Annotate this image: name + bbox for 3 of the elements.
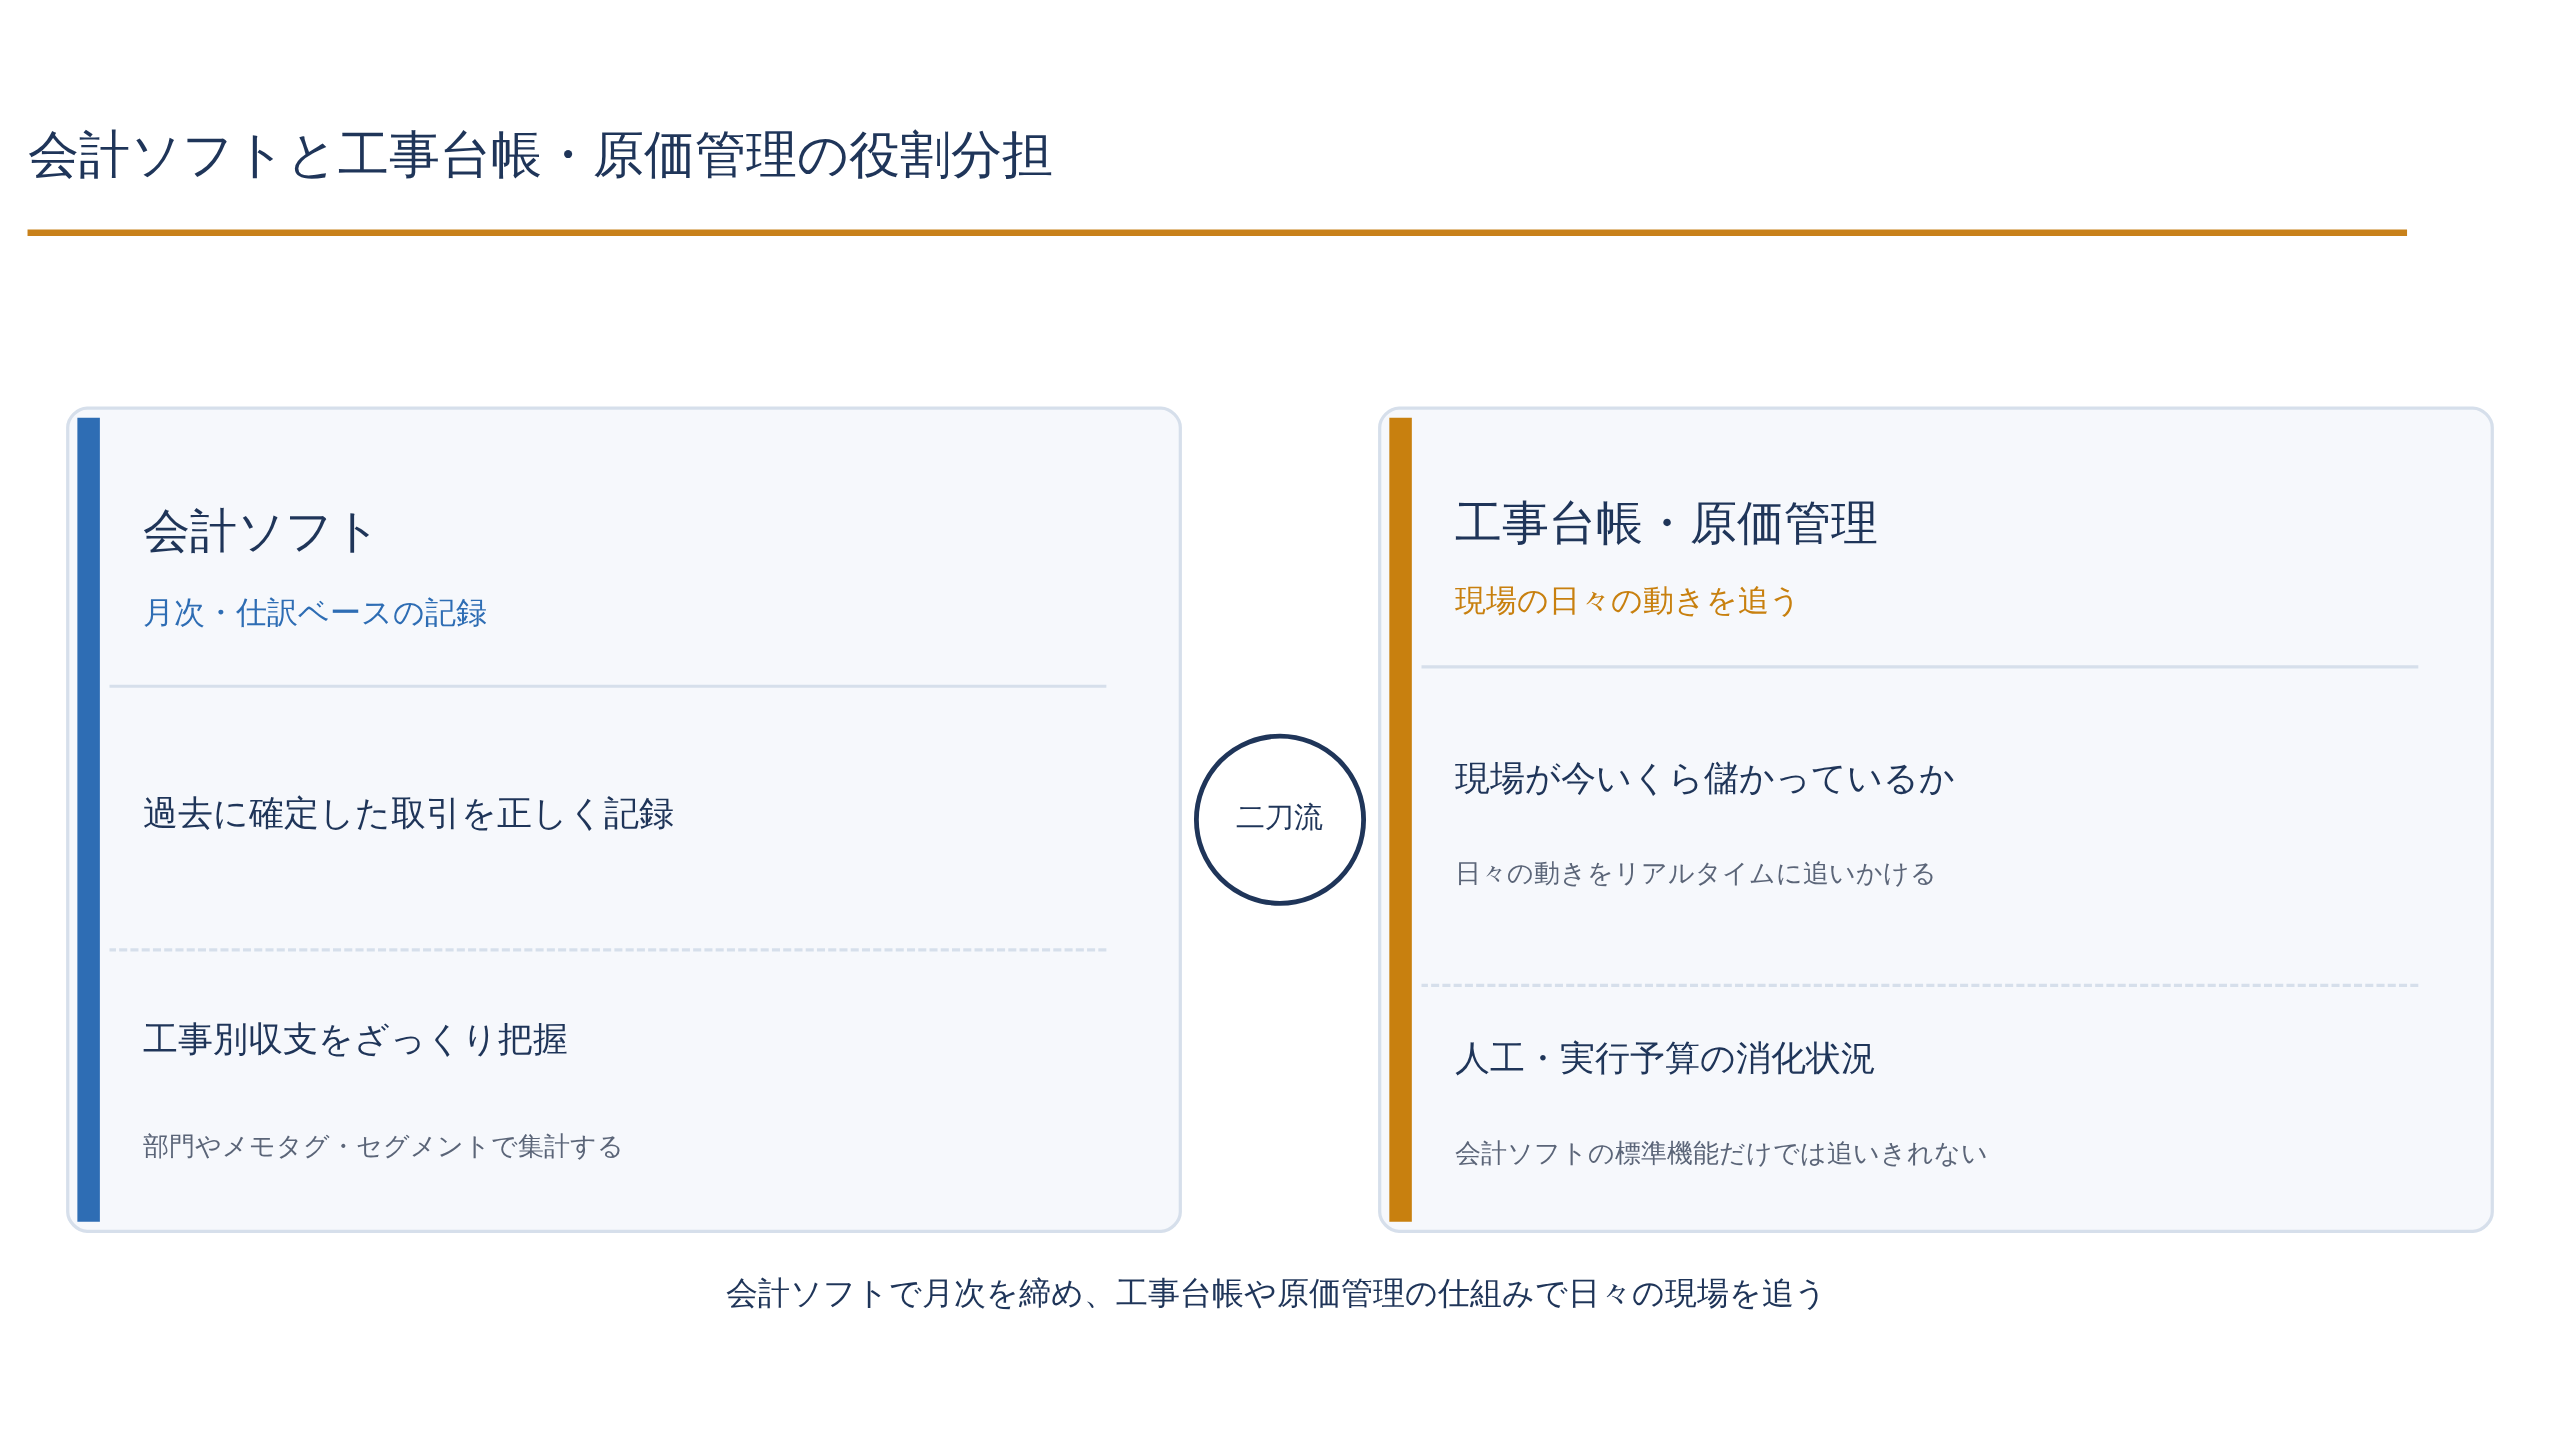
caption: 会計ソフトで月次を締め、工事台帳や原価管理の仕組みで日々の現場を追う — [726, 1274, 1828, 1311]
diagram-title: 会計ソフトと工事台帳・原価管理の役割分担 — [27, 124, 1053, 183]
node-circle: 二刀流 — [1194, 733, 1366, 906]
